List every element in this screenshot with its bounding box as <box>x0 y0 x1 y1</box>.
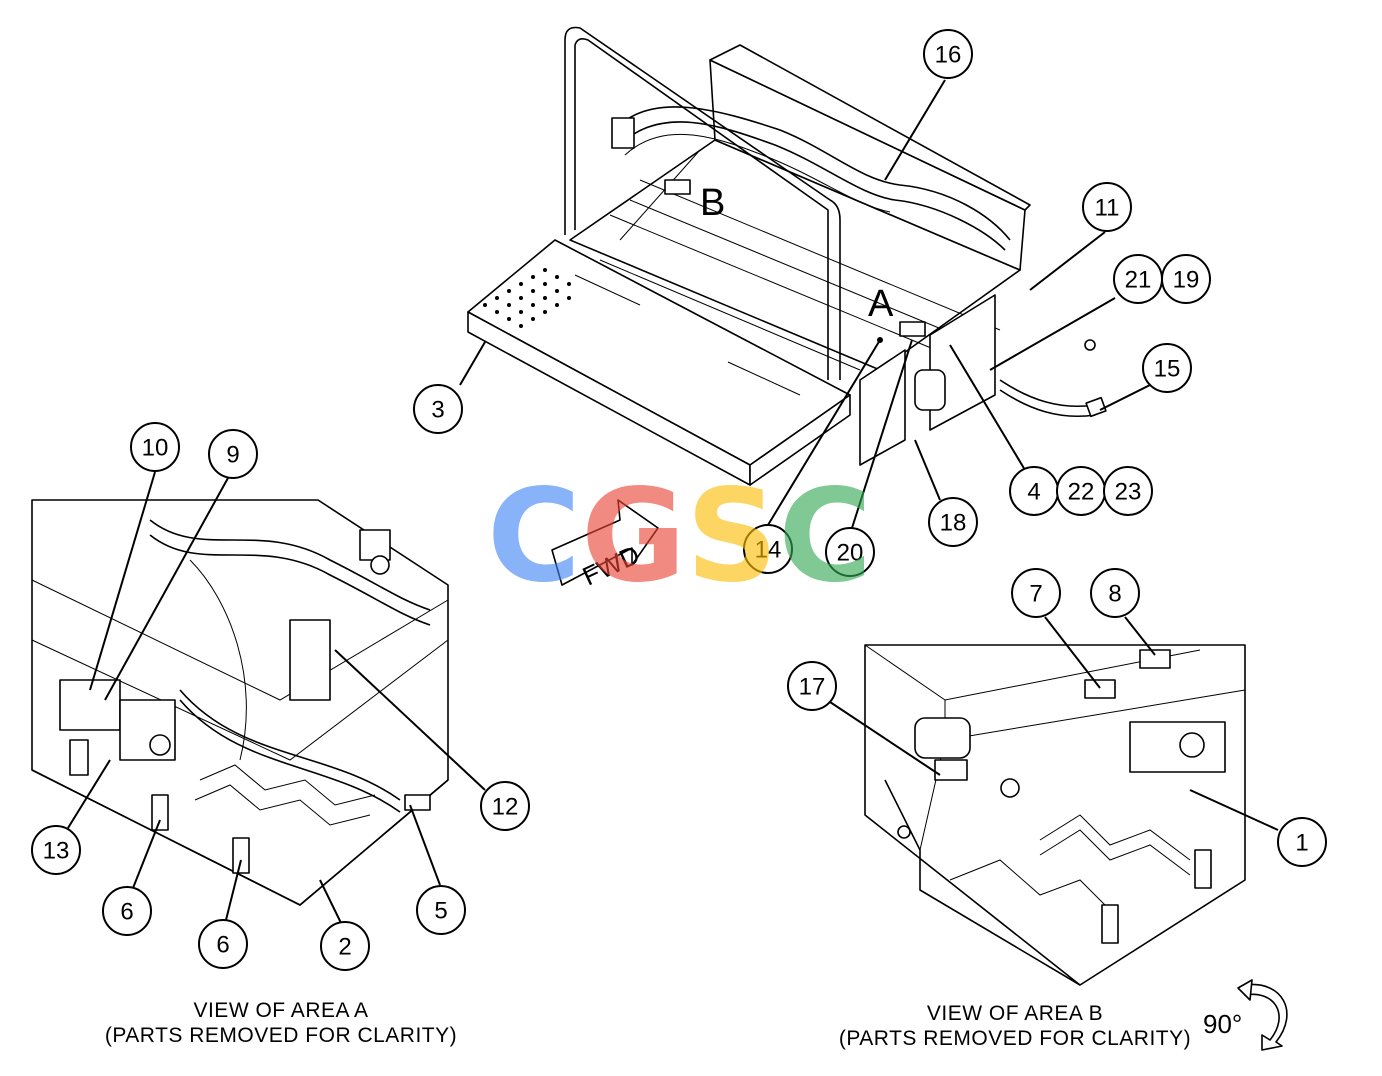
svg-text:18: 18 <box>940 510 967 537</box>
svg-text:10: 10 <box>142 435 169 462</box>
leader-lines <box>67 79 1279 926</box>
callout-6a: 6 <box>102 886 152 936</box>
svg-text:19: 19 <box>1173 267 1200 294</box>
svg-text:14: 14 <box>755 537 782 564</box>
callout-8: 8 <box>1090 568 1140 618</box>
caption-view-b-line1: VIEW OF AREA B <box>927 1002 1103 1025</box>
area-b-marker: B <box>700 182 725 224</box>
callout-17: 17 <box>787 661 837 711</box>
callout-12: 12 <box>480 781 530 831</box>
svg-text:21: 21 <box>1125 267 1152 294</box>
rotation-arrow-icon <box>1244 983 1288 1051</box>
callout-4: 4 <box>1009 466 1059 516</box>
svg-text:22: 22 <box>1068 479 1095 506</box>
svg-text:13: 13 <box>43 838 70 865</box>
svg-text:23: 23 <box>1115 479 1142 506</box>
callout-22: 22 <box>1056 466 1106 516</box>
callout-18: 18 <box>928 497 978 547</box>
svg-text:7: 7 <box>1029 581 1042 608</box>
callout-19: 19 <box>1161 254 1211 304</box>
callout-6b: 6 <box>198 919 248 969</box>
callout-10: 10 <box>130 422 180 472</box>
svg-text:4: 4 <box>1027 479 1040 506</box>
callout-7: 7 <box>1011 568 1061 618</box>
area-a-marker: A <box>868 283 894 325</box>
rotation-label: 90° <box>1203 1009 1242 1039</box>
callout-13: 13 <box>31 825 81 875</box>
caption-view-a-line1: VIEW OF AREA A <box>193 999 368 1022</box>
svg-text:12: 12 <box>492 794 519 821</box>
svg-text:6: 6 <box>120 899 133 926</box>
callout-20: 20 <box>825 527 875 577</box>
perforated-panel <box>483 268 571 328</box>
caption-view-b-line2: (PARTS REMOVED FOR CLARITY) <box>839 1027 1191 1050</box>
caption-view-b: VIEW OF AREA B (PARTS REMOVED FOR CLARIT… <box>839 1002 1191 1050</box>
callout-1: 1 <box>1277 817 1327 867</box>
caption-view-a: VIEW OF AREA A (PARTS REMOVED FOR CLARIT… <box>105 999 457 1047</box>
svg-text:2: 2 <box>338 934 351 961</box>
watermark-letter-1: CGSC <box>487 462 872 611</box>
view-area-b <box>864 644 1246 986</box>
svg-text:8: 8 <box>1108 581 1121 608</box>
callout-11: 11 <box>1082 182 1132 232</box>
svg-text:5: 5 <box>434 898 447 925</box>
watermark-letter: G <box>581 462 686 611</box>
watermark: CGSC <box>487 462 872 611</box>
svg-text:17: 17 <box>799 674 826 701</box>
svg-text:6: 6 <box>216 932 229 959</box>
svg-text:9: 9 <box>226 442 239 469</box>
watermark-letter: S <box>686 462 778 611</box>
svg-text:1: 1 <box>1295 830 1308 857</box>
caption-view-a-line2: (PARTS REMOVED FOR CLARITY) <box>105 1024 457 1047</box>
svg-text:3: 3 <box>431 397 444 424</box>
watermark-letter: C <box>778 462 872 611</box>
watermark-letter: C <box>487 462 581 611</box>
svg-text:11: 11 <box>1095 195 1120 222</box>
callout-2: 2 <box>320 921 370 971</box>
callouts: 1 2 3 4 5 6 6 7 8 9 10 11 12 13 14 15 16… <box>31 29 1327 971</box>
main-assembly: B A <box>467 26 1107 486</box>
callout-21: 21 <box>1113 254 1163 304</box>
svg-text:15: 15 <box>1154 356 1181 383</box>
rotation-indicator: 90° <box>1203 979 1288 1051</box>
svg-text:20: 20 <box>837 540 864 567</box>
view-area-a <box>31 499 449 906</box>
callout-23: 23 <box>1103 466 1153 516</box>
svg-text:16: 16 <box>935 42 962 69</box>
callout-5: 5 <box>416 885 466 935</box>
callout-3: 3 <box>413 384 463 434</box>
callout-16: 16 <box>923 29 973 79</box>
callout-15: 15 <box>1142 343 1192 393</box>
callout-9: 9 <box>208 429 258 479</box>
callout-14: 14 <box>743 524 793 574</box>
